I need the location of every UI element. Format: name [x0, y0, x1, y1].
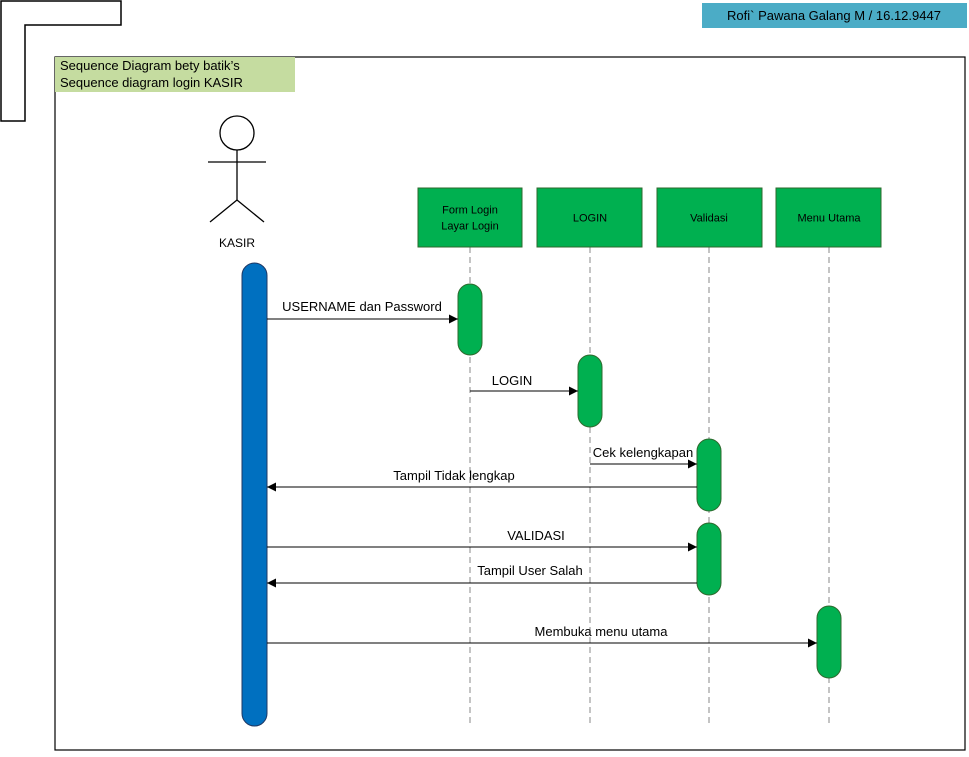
lifeline-label-form_login: Layar Login [441, 221, 499, 233]
author-tag: Rofi` Pawana Galang M / 16.12.9447 [727, 8, 941, 23]
lifeline-box-form_login [417, 187, 523, 248]
diagram-frame [54, 56, 966, 751]
message-label: LOGIN [492, 373, 532, 388]
title-line-1: Sequence Diagram bety batik’s [60, 58, 240, 73]
lifeline-label-login: LOGIN [573, 213, 607, 225]
message-label: USERNAME dan Password [282, 299, 442, 314]
activation-bar-login [577, 354, 603, 428]
lifeline-box-validasi [656, 187, 763, 248]
activation-bars [457, 283, 842, 679]
title-block-bg [55, 57, 295, 92]
author-tag-bg [702, 3, 967, 28]
message-label: Tampil Tidak lengkap [393, 468, 514, 483]
lifeline-box-menu_utama [775, 187, 882, 248]
actor-label: KASIR [219, 236, 255, 250]
lifeline-label-menu_utama: Menu Utama [798, 213, 862, 225]
lifeline-label-validasi: Validasi [690, 213, 728, 225]
actor-activation-bar [241, 262, 268, 727]
activation-bar-validasi [696, 522, 722, 596]
title-line-2: Sequence diagram login KASIR [60, 75, 243, 90]
activation-bar-form_login [457, 283, 483, 356]
message-label: VALIDASI [507, 528, 565, 543]
activation-bar-validasi [696, 438, 722, 512]
lifeline-label-form_login: Form Login [442, 205, 498, 217]
message-label: Tampil User Salah [477, 563, 583, 578]
lifeline-box-login [536, 187, 643, 248]
frame-tab [0, 0, 122, 122]
message-label: Cek kelengkapan [593, 445, 693, 460]
activation-bar-menu_utama [816, 605, 842, 679]
actor-figure [208, 115, 266, 223]
message-label: Membuka menu utama [535, 624, 669, 639]
